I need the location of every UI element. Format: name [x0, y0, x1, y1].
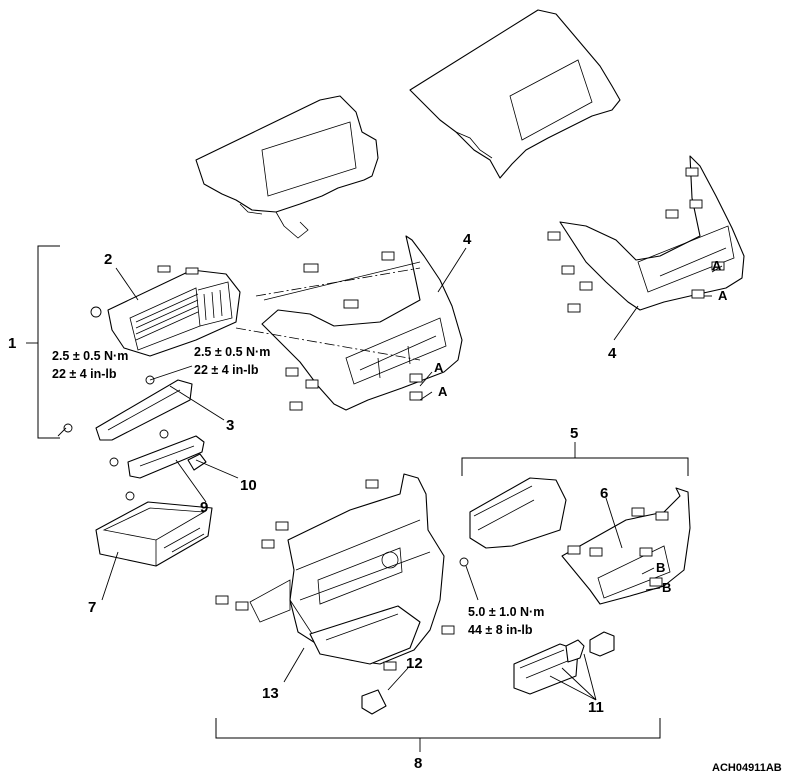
display-cover — [469, 477, 567, 549]
detail-a-3: A — [712, 258, 722, 273]
callout-4-right: 4 — [608, 345, 617, 362]
callout-12: 12 — [406, 655, 423, 672]
console-bracket-8 — [215, 718, 661, 752]
callout-6: 6 — [600, 485, 608, 502]
torque-imperial: 22 ± 4 in-lb — [194, 363, 259, 377]
bezel-panel — [561, 487, 691, 605]
callout-3: 3 — [226, 417, 234, 434]
bracket-group-1 — [26, 245, 60, 439]
detail-b-2: B — [662, 580, 671, 595]
torque-metric: 5.0 ± 1.0 N·m — [468, 605, 544, 619]
center-panel-a — [235, 235, 463, 411]
detail-b-1: B — [656, 560, 665, 575]
callout-1: 1 — [8, 335, 16, 352]
callout-labels: 1 2 3 4 4 5 6 7 8 9 10 11 12 13 — [8, 231, 617, 772]
callout-10: 10 — [240, 477, 257, 494]
switch-modules — [513, 631, 615, 695]
callout-9: 9 — [200, 499, 208, 516]
torque-imperial: 22 ± 4 in-lb — [52, 367, 117, 381]
detail-letters: A A A A B B — [434, 258, 728, 595]
callout-2: 2 — [104, 251, 112, 268]
torque-metric: 2.5 ± 0.5 N·m — [52, 349, 128, 363]
callout-4-center: 4 — [463, 231, 472, 248]
detail-a-1: A — [434, 360, 444, 375]
torque-imperial: 44 ± 8 in-lb — [468, 623, 533, 637]
panel-assembly-bracket — [461, 442, 689, 476]
torque-spec-mid: 2.5 ± 0.5 N·m 22 ± 4 in-lb — [194, 345, 270, 377]
switch-panel — [109, 429, 207, 479]
center-air-outlet — [90, 265, 241, 357]
center-panel-b — [547, 155, 745, 313]
storage-tray — [95, 491, 213, 567]
callout-11: 11 — [588, 699, 604, 716]
detail-a-2: A — [438, 384, 448, 399]
callout-5: 5 — [570, 425, 578, 442]
instrument-panel-outline-left — [195, 95, 379, 239]
figure-code: ACH04911AB — [712, 762, 782, 774]
console-frame — [215, 473, 469, 715]
callout-7: 7 — [88, 599, 96, 616]
torque-metric: 2.5 ± 0.5 N·m — [194, 345, 270, 359]
callout-8: 8 — [414, 755, 422, 772]
torque-spec-left: 2.5 ± 0.5 N·m 22 ± 4 in-lb — [52, 349, 128, 381]
torque-spec-center: 5.0 ± 1.0 N·m 44 ± 8 in-lb — [468, 605, 544, 637]
lower-trim-panel — [63, 375, 193, 441]
detail-a-4: A — [718, 288, 728, 303]
leader-lines — [57, 247, 723, 701]
callout-13: 13 — [262, 685, 279, 702]
instrument-panel-outline-right — [409, 9, 621, 179]
